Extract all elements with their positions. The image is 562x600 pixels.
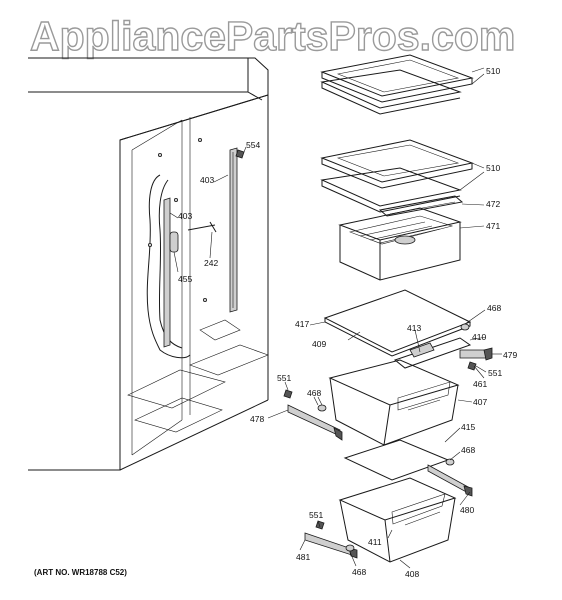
callout-510-second: 510 (486, 163, 500, 173)
callout-410: 410 (472, 332, 486, 342)
glass-shelf-409 (323, 289, 472, 357)
callout-242: 242 (204, 258, 218, 268)
roller-455 (169, 231, 179, 253)
pin-242 (187, 221, 217, 233)
callout-468-bottom: 468 (352, 567, 366, 577)
callout-551-bottom: 551 (309, 510, 323, 520)
callout-471: 471 (486, 221, 500, 231)
callout-411: 411 (368, 537, 382, 547)
callout-481: 481 (296, 552, 310, 562)
callout-413: 413 (407, 323, 421, 333)
callout-472: 472 (486, 199, 500, 209)
slide-rail-478 (287, 404, 343, 441)
pan-cover-410 (393, 337, 472, 369)
shelf-rail-403-left (163, 197, 171, 348)
crisper-cover-472 (378, 195, 464, 217)
callout-479: 479 (503, 350, 517, 360)
crisper-pan-407 (328, 359, 460, 446)
leader-lines (169, 67, 502, 569)
callout-468-middle: 468 (307, 388, 321, 398)
callout-510-top: 510 (486, 66, 500, 76)
callout-468-upper: 468 (487, 303, 501, 313)
slide-rail-480 (427, 464, 473, 497)
callout-403-right: 403 (200, 175, 214, 185)
meat-pan-471 (338, 207, 462, 281)
callout-478: 478 (250, 414, 264, 424)
shelf-510-top (320, 54, 474, 115)
callout-409: 409 (312, 339, 326, 349)
shelf-rail-403-right (229, 147, 238, 313)
callout-551-right: 551 (488, 368, 502, 378)
slide-rail-479 (459, 347, 493, 361)
callout-480: 480 (460, 505, 474, 515)
callout-403-left: 403 (178, 211, 192, 221)
shelf-510-second (320, 139, 474, 213)
callout-407: 407 (473, 397, 487, 407)
screw-554 (235, 149, 245, 159)
callout-415: 415 (461, 422, 475, 432)
callout-417: 417 (295, 319, 309, 329)
callout-551-left: 551 (277, 373, 291, 383)
crisper-pan-408 (338, 477, 457, 563)
watermark: AppliancePartsPros.com (30, 13, 515, 59)
callout-554: 554 (246, 140, 260, 150)
glass-cover-415 (343, 439, 450, 481)
callout-468-lower: 468 (461, 445, 475, 455)
callout-408: 408 (405, 569, 419, 579)
callout-labels: 510 510 554 403 403 472 471 242 455 468 … (178, 66, 517, 579)
callout-455: 455 (178, 274, 192, 284)
callout-461: 461 (473, 379, 487, 389)
art-number: (ART NO. WR18788 C52) (34, 568, 127, 577)
